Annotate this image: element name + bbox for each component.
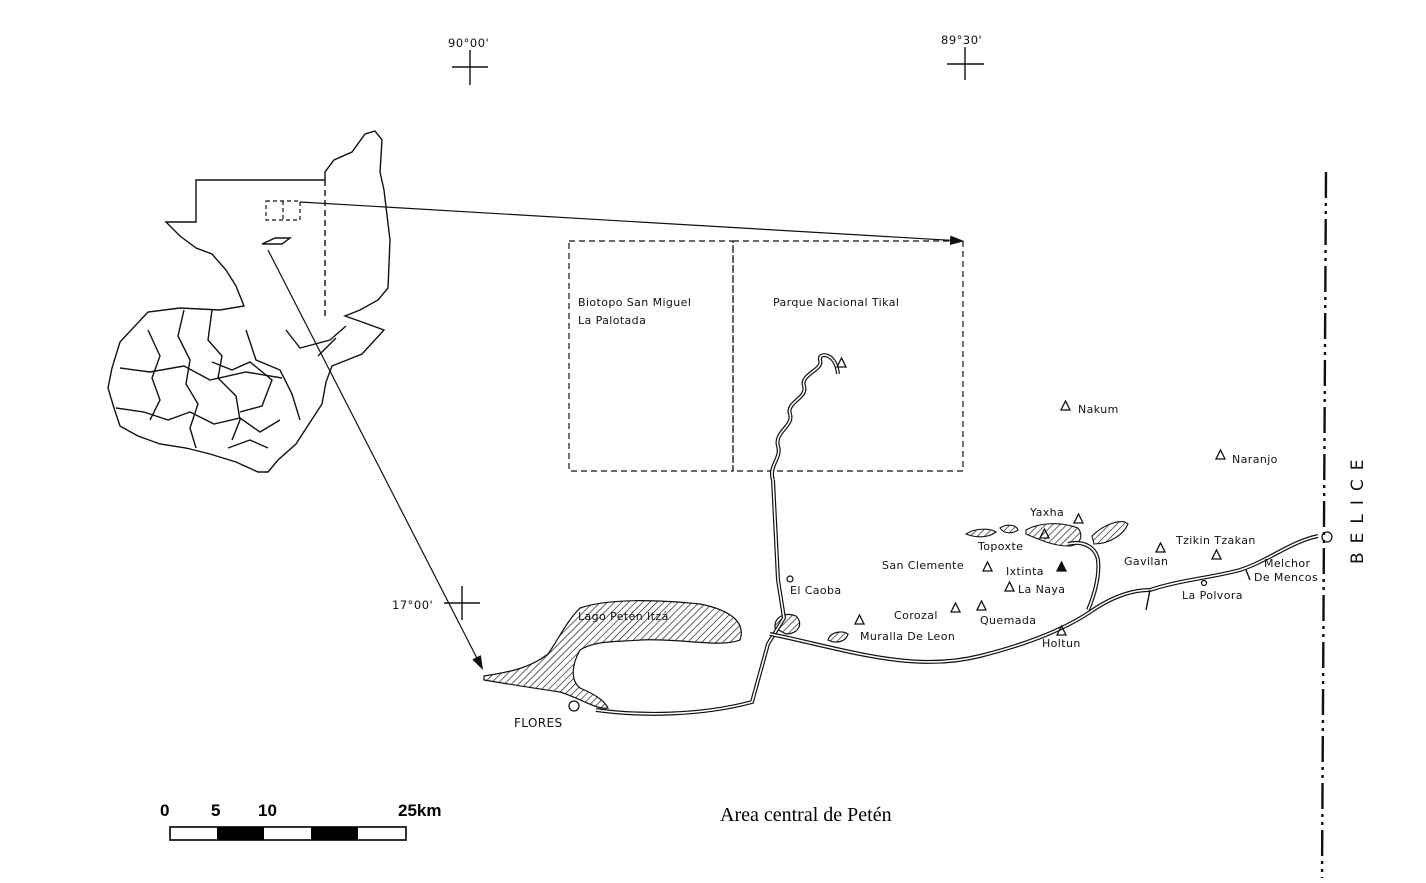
yaxha-site-marker	[1072, 512, 1085, 524]
la-polvora-town-marker	[1200, 579, 1208, 587]
naranjo-site-marker	[1214, 448, 1227, 460]
scale-label-25km: 25km	[398, 801, 441, 820]
pointer-arrow-reserves	[299, 201, 965, 246]
el-caoba-town-marker	[786, 575, 794, 583]
topoxte-site-marker	[1038, 527, 1051, 539]
quemada-site-marker	[975, 599, 988, 611]
map-caption: Area central de Petén	[720, 804, 892, 826]
muralla-site-marker	[853, 613, 866, 625]
place-label-melchor-1: Melchor	[1264, 557, 1310, 570]
biotopo-label-line2: La Palotada	[578, 314, 646, 327]
crosshair-90-00	[452, 50, 488, 85]
corozal-site-marker	[949, 601, 962, 613]
scale-label-10: 10	[258, 801, 277, 820]
place-label-quemada: Quemada	[980, 614, 1036, 627]
place-label-tzikin-tzakan: Tzikin Tzakan	[1175, 534, 1256, 547]
roads	[595, 353, 1319, 716]
scale-label-5: 5	[211, 801, 220, 820]
tikal-site-marker	[835, 356, 848, 368]
place-label-topoxte: Topoxte	[977, 540, 1023, 553]
place-label-gavilan: Gavilan	[1124, 555, 1168, 568]
holtun-site-marker	[1055, 624, 1068, 636]
tikal-label: Parque Nacional Tikal	[773, 296, 899, 309]
place-label-ixtinta: Ixtinta	[1006, 565, 1044, 578]
place-label-naranjo: Naranjo	[1232, 453, 1278, 466]
scale-bar	[169, 826, 407, 841]
scale-label-0: 0	[160, 801, 169, 820]
ixtinta-site-marker	[1055, 560, 1068, 572]
place-label-san-clemente: San Clemente	[882, 559, 964, 572]
belice-label: BELICE	[1348, 451, 1368, 565]
coord-label-90-00: 90°00'	[448, 36, 489, 50]
place-label-nakum: Nakum	[1078, 403, 1119, 416]
la-naya-site-marker	[1003, 580, 1016, 592]
reserve-boxes	[568, 240, 964, 472]
place-label-holtun: Holtun	[1042, 637, 1081, 650]
pointer-arrow-flores	[267, 249, 484, 671]
crosshair-17-00	[444, 586, 480, 620]
coord-label-89-30: 89°30'	[941, 33, 982, 47]
biotopo-label-line1: Biotopo San Miguel	[578, 296, 691, 309]
lake-label: Lago Petén Itzá	[578, 610, 669, 623]
san-clemente-site-marker	[981, 560, 994, 572]
coord-label-17-00: 17°00'	[392, 598, 433, 612]
place-label-flores: FLORES	[514, 716, 563, 730]
place-label-yaxha: Yaxha	[1029, 506, 1064, 519]
place-label-muralla: Muralla De Leon	[860, 630, 955, 643]
crosshair-89-30	[947, 47, 984, 80]
site-markers	[568, 356, 1333, 712]
gavilan-site-marker	[1154, 541, 1167, 553]
place-label-el-caoba: El Caoba	[790, 584, 842, 597]
tzikin-tzakan-site-marker	[1210, 548, 1223, 560]
flores-town-marker	[568, 700, 580, 712]
place-label-la-polvora: La Polvora	[1182, 589, 1243, 602]
place-label-la-naya: La Naya	[1018, 583, 1065, 596]
belize-border	[1320, 171, 1328, 879]
nakum-site-marker	[1059, 399, 1072, 411]
guatemala-inset-map	[107, 130, 391, 473]
place-label-melchor-2: De Mencos	[1254, 571, 1318, 584]
place-label-corozal: Corozal	[894, 609, 938, 622]
